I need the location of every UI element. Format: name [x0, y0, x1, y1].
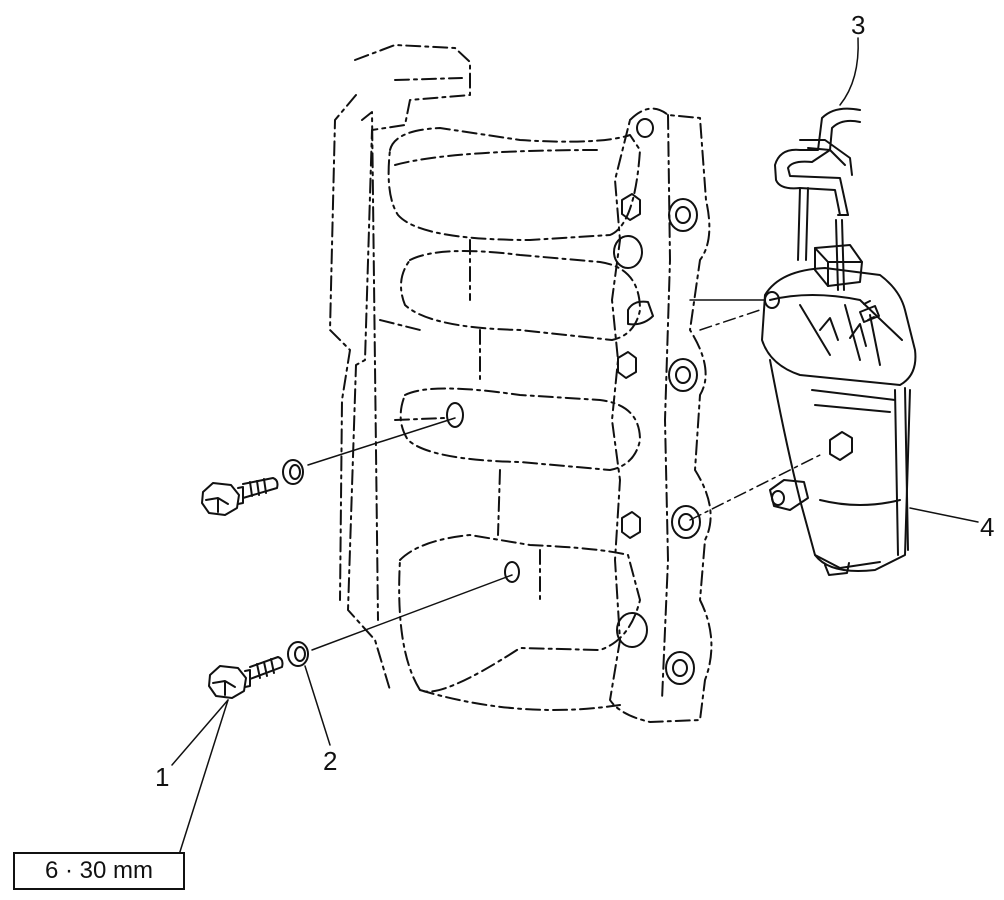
- bolt-upper: [201, 477, 279, 516]
- vapor-separator: [761, 244, 917, 576]
- bolt-lower: [208, 656, 284, 699]
- hose: [774, 107, 861, 291]
- bolt-spec-box: 6 · 30 mm: [13, 852, 185, 890]
- washer-upper: [282, 459, 304, 485]
- bolt-spec-text: 6 · 30 mm: [44, 857, 154, 884]
- callout-4-label: 4: [980, 512, 995, 542]
- assembly-lines: [307, 299, 821, 651]
- callout-leaders: [171, 37, 979, 859]
- callout-3-label: 3: [851, 10, 866, 40]
- intake-manifold: [329, 44, 713, 723]
- callout-2-label: 2: [323, 746, 338, 776]
- manifold-bosses: [446, 118, 701, 685]
- washer-lower: [287, 641, 309, 667]
- callout-1-label: 1: [155, 762, 170, 792]
